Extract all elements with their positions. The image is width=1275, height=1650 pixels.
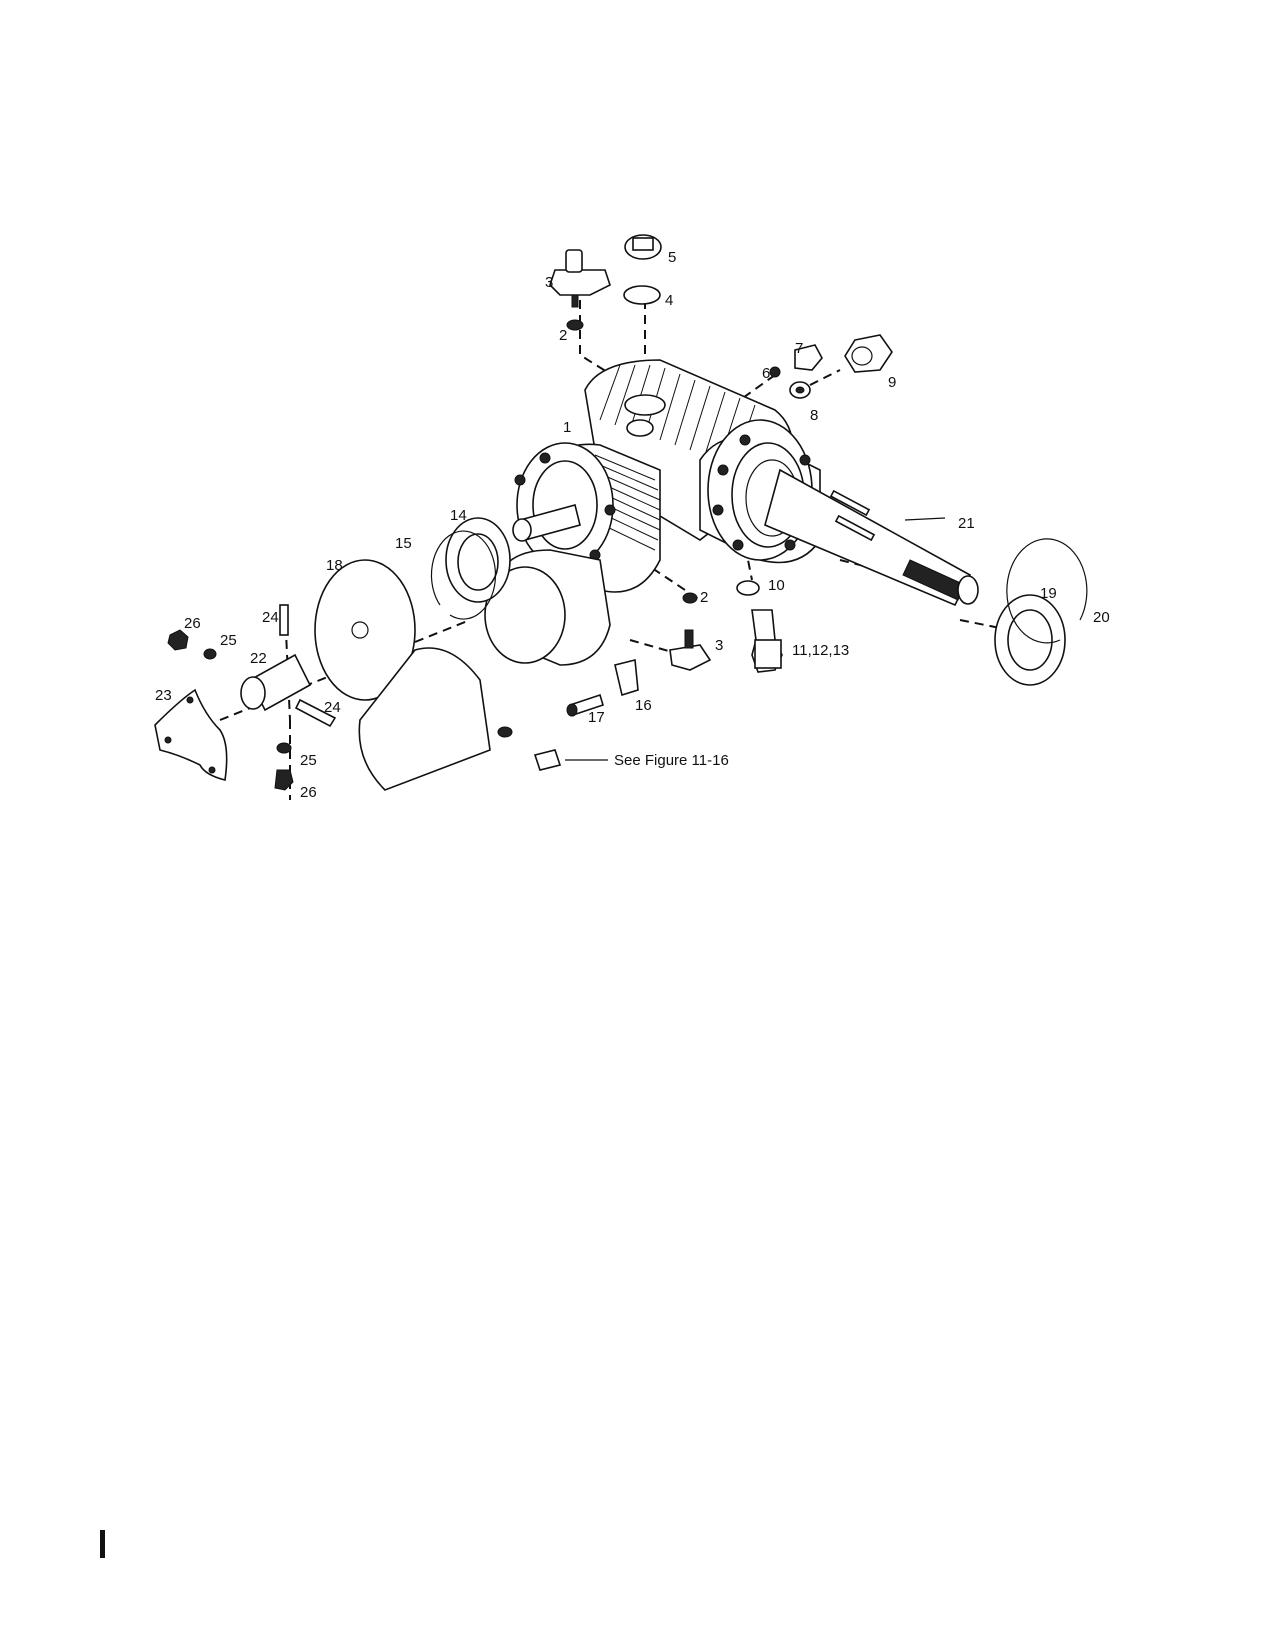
callout-24: 24 xyxy=(262,609,279,626)
callout-18: 18 xyxy=(326,557,343,574)
callout-6: 6 xyxy=(762,365,770,382)
callout-20: 20 xyxy=(1093,609,1110,626)
callout-14: 14 xyxy=(450,507,467,524)
callout-19: 19 xyxy=(1040,585,1057,602)
callout-10: 10 xyxy=(768,577,785,594)
callout-2: 2 xyxy=(559,327,567,344)
callout-15: 15 xyxy=(395,535,412,552)
callout-26: 26 xyxy=(184,615,201,632)
callout-23: 23 xyxy=(155,687,172,704)
callout-4: 4 xyxy=(665,292,673,309)
callout-16: 16 xyxy=(635,697,652,714)
reference-note: See Figure 11-16 xyxy=(614,752,729,769)
callout-11-12-13: 11,12,13 xyxy=(792,642,849,659)
leader-lines xyxy=(565,517,946,761)
callout-25: 25 xyxy=(300,752,317,769)
margin-marker xyxy=(100,1530,105,1558)
callout-25: 25 xyxy=(220,632,237,649)
callout-22: 22 xyxy=(250,650,267,667)
callout-1: 1 xyxy=(563,419,571,436)
output-shaft xyxy=(764,468,979,607)
lower-middle-parts xyxy=(497,592,712,771)
callouts: 1 2 2 3 3 4 5 6 7 8 9 10 11,12,13 14 15 … xyxy=(155,249,1110,801)
callout-3: 3 xyxy=(545,274,553,291)
callout-8: 8 xyxy=(810,407,818,424)
callout-17: 17 xyxy=(588,709,605,726)
callout-7: 7 xyxy=(795,340,803,357)
callout-2: 2 xyxy=(700,589,708,606)
callout-9: 9 xyxy=(888,374,896,391)
right-top-parts xyxy=(769,334,893,399)
callout-24: 24 xyxy=(324,699,341,716)
right-lower-parts xyxy=(736,538,1088,686)
callout-5: 5 xyxy=(668,249,676,266)
left-parts xyxy=(154,517,511,791)
top-parts xyxy=(549,234,662,331)
callout-3: 3 xyxy=(715,637,723,654)
callout-26: 26 xyxy=(300,784,317,801)
callout-21: 21 xyxy=(958,515,975,532)
